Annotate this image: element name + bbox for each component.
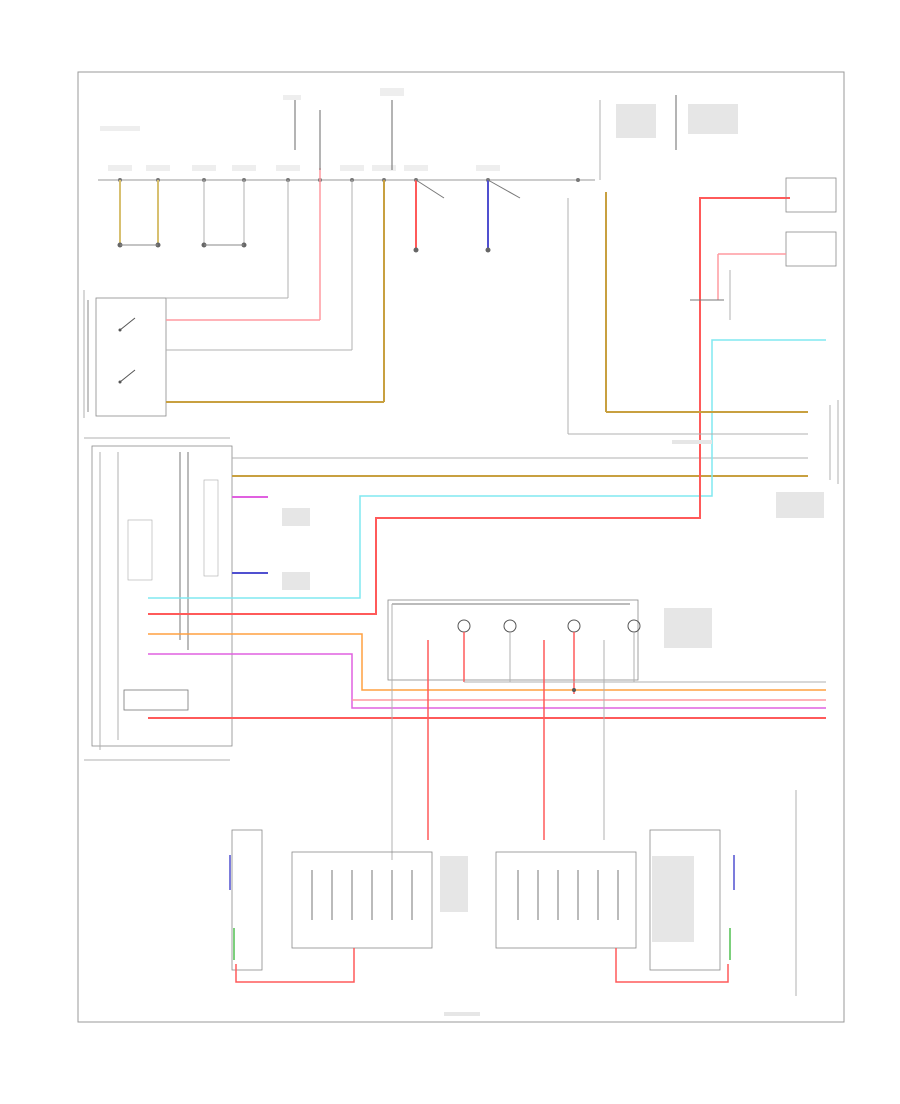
diagram-frame xyxy=(77,71,845,1023)
harness-wires xyxy=(148,192,839,719)
lamp-bulbs xyxy=(457,619,641,633)
top-labels xyxy=(100,88,500,171)
right-top-modules xyxy=(599,100,837,320)
minor-labels xyxy=(282,104,824,1016)
bottom-modules xyxy=(229,790,797,996)
top-connector-row xyxy=(98,88,677,402)
left-switch-block xyxy=(83,290,384,418)
lamp-cluster xyxy=(387,599,826,860)
control-unit-block xyxy=(84,437,233,761)
